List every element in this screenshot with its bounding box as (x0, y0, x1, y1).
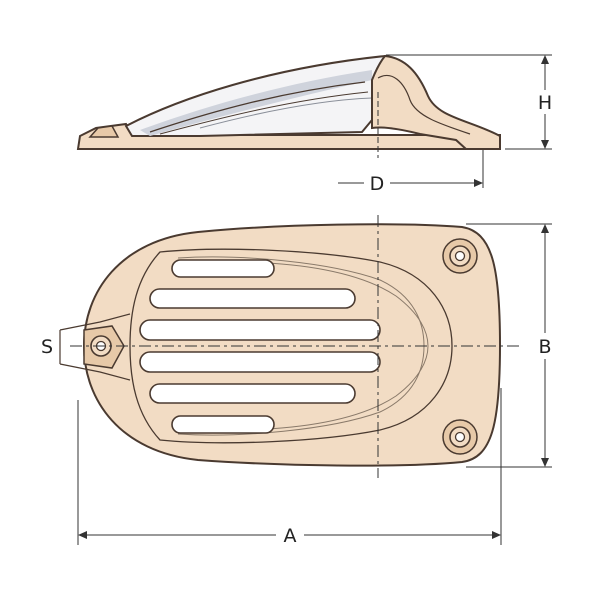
screw-bottom-right-inner (454, 431, 466, 443)
screw-top-right (442, 238, 478, 274)
slot-1 (171, 259, 275, 278)
side-view-rear-inner (377, 74, 471, 135)
slot-3 (139, 319, 381, 341)
dimension-s-label: S (41, 336, 53, 358)
dimension-d: D (338, 150, 484, 196)
slot-4 (139, 351, 381, 373)
dimension-d-arrow-right (474, 179, 483, 187)
slot-5 (149, 383, 356, 404)
dimension-a-arrow-right (492, 531, 501, 539)
dimension-h-arrow-top (541, 55, 549, 64)
dimension-a: A (77, 388, 502, 548)
dimension-h-label: H (538, 92, 552, 114)
side-view (76, 54, 501, 158)
top-view-hood-contour-lower (229, 345, 429, 431)
dimension-b-label: B (538, 336, 551, 358)
slot-6 (171, 415, 275, 434)
side-view-slot-1 (149, 81, 366, 133)
dimension-b-arrow-bottom (541, 458, 549, 467)
side-view-slot-2 (159, 91, 369, 135)
screw-bottom-right (442, 419, 478, 455)
dimension-d-label: D (370, 173, 385, 195)
side-view-hood-shadow (140, 70, 372, 136)
slot-2 (149, 288, 356, 309)
top-view-hood-contour (229, 261, 429, 347)
top-view-body (82, 223, 502, 467)
side-view-rear-cap (371, 54, 501, 150)
screw-top-right-inner (454, 250, 466, 262)
top-view-slots (139, 259, 381, 434)
dimension-b: B (466, 223, 559, 468)
side-view-bolt-bump (88, 125, 120, 138)
side-view-slot-3 (199, 97, 373, 129)
dimension-h: H (386, 54, 560, 150)
top-view-hood-outline (129, 248, 453, 444)
dimension-a-arrow-left (78, 531, 87, 539)
dimension-a-label: A (284, 525, 297, 547)
dimension-b-arrow-top (541, 224, 549, 233)
top-view-screw-wedge (59, 313, 131, 381)
dimension-h-arrow-bottom (541, 140, 549, 149)
top-view (59, 215, 520, 478)
